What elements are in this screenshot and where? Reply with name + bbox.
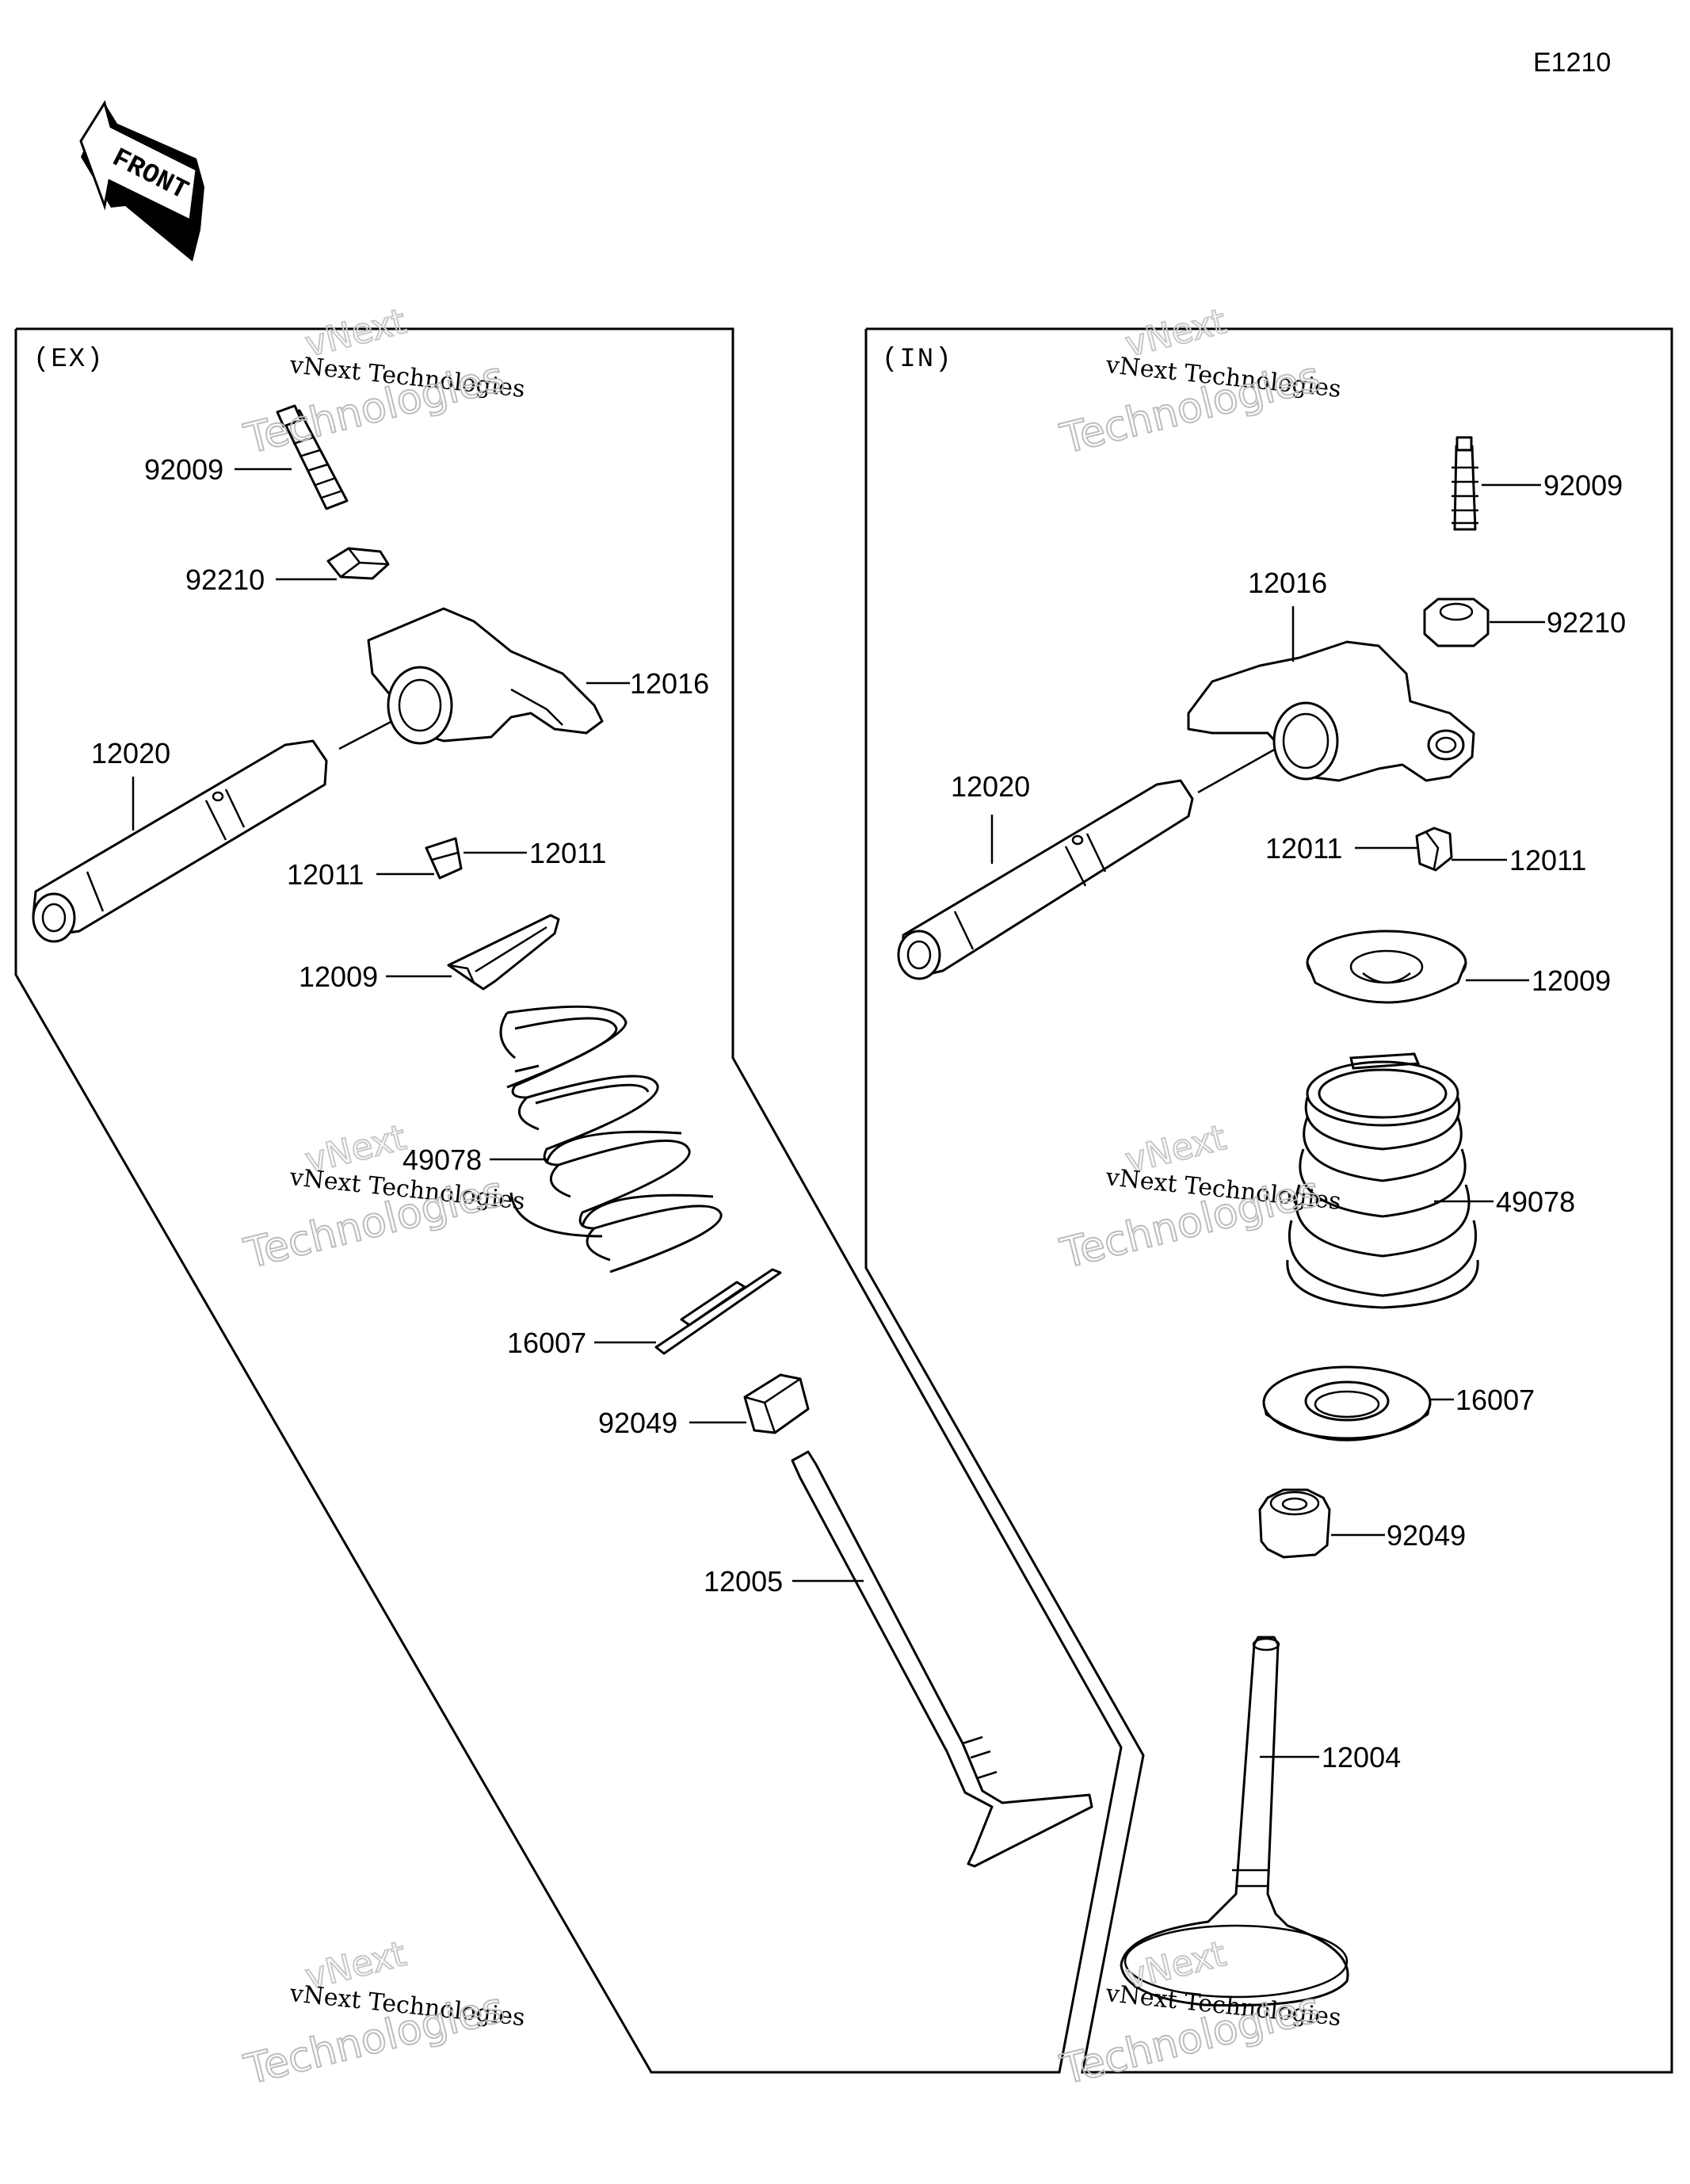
ex-rocker-arm-12016: [367, 607, 604, 745]
ex-section-frame: [14, 327, 1123, 2074]
in-label-92049: 92049: [1387, 1519, 1466, 1552]
ex-retainer-12009: [447, 914, 560, 991]
in-label-12016: 12016: [1248, 567, 1327, 599]
ex-cotters-12011: [425, 837, 463, 880]
ex-label-12011-right: 12011: [529, 837, 606, 869]
in-section-frame: [864, 327, 1673, 2074]
in-label-92009: 92009: [1543, 469, 1623, 502]
in-cotters-12011: [1415, 827, 1453, 872]
watermark-mid-left: vNext vNext Technologies Technologies: [239, 1117, 527, 1279]
ex-nut-92210: [326, 547, 390, 580]
watermark-mid-right: vNext vNext Technologies Technologies: [1055, 1117, 1343, 1279]
diagram-code: E1210: [1533, 48, 1611, 78]
in-label-12020: 12020: [951, 770, 1030, 803]
watermark-top-right: vNext vNext Technologies Technologies: [1055, 300, 1343, 464]
in-label-12011-right: 12011: [1509, 844, 1586, 876]
in-label-92210: 92210: [1547, 606, 1626, 639]
ex-label-49078: 49078: [402, 1144, 482, 1176]
ex-label-12020: 12020: [91, 737, 170, 769]
in-label-12009: 12009: [1532, 964, 1611, 997]
watermark-bottom-left: vNext vNext Technologies Technologies: [239, 1933, 527, 2095]
in-label-16007: 16007: [1455, 1384, 1535, 1416]
in-nut-92210: [1423, 598, 1490, 647]
in-label-49078: 49078: [1496, 1186, 1575, 1218]
ex-label-92049: 92049: [598, 1407, 677, 1439]
in-spring-seat-16007: [1262, 1365, 1432, 1441]
in-stud-92009: [1452, 436, 1478, 531]
in-label-12004: 12004: [1322, 1741, 1401, 1774]
ex-section-label: (EX): [33, 345, 105, 375]
ex-spring-seat-16007: [654, 1268, 782, 1355]
watermark-top-left: vNext vNext Technologies Technologies: [239, 300, 527, 464]
ex-stud-92009: [276, 404, 349, 510]
ex-label-92009: 92009: [144, 453, 223, 486]
in-rocker-shaft-12020: [897, 779, 1194, 980]
ex-rocker-shaft-12020: [32, 739, 328, 943]
in-valve-12004: [1120, 1636, 1349, 2007]
ex-label-12011-left: 12011: [287, 858, 364, 891]
ex-label-92210: 92210: [185, 563, 265, 596]
in-section-label: (IN): [882, 345, 953, 375]
ex-label-12005: 12005: [704, 1565, 783, 1598]
in-stem-seal-92049: [1258, 1488, 1331, 1559]
ex-spring-49078: [499, 1005, 723, 1273]
front-arrow-icon: FRONT: [79, 100, 204, 262]
in-spring-49078: [1286, 1052, 1479, 1309]
ex-label-16007: 16007: [507, 1327, 586, 1359]
ex-label-12009: 12009: [299, 960, 378, 993]
in-label-12011-left: 12011: [1265, 832, 1342, 865]
in-retainer-12009: [1306, 930, 1467, 1004]
ex-stem-seal-92049: [743, 1373, 810, 1434]
ex-label-12016: 12016: [630, 667, 709, 700]
ex-valve-12005: [791, 1450, 1093, 1868]
in-rocker-arm-12016: [1187, 640, 1475, 782]
